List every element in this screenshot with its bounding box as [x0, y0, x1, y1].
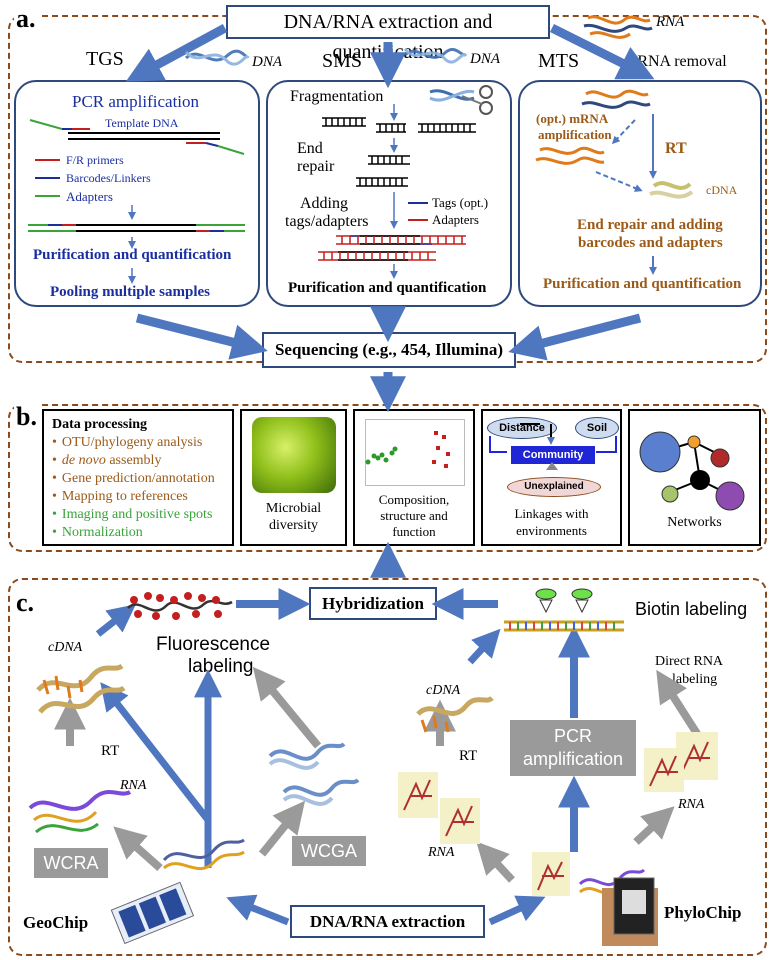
tgs-legend-barcodes: Barcodes/Linkers: [66, 171, 151, 185]
tgs-box: [14, 80, 260, 307]
unexplained-node: Unexplained: [507, 477, 601, 497]
linkages-1: Linkages with: [514, 506, 589, 521]
direct-rna-1: Direct RNA: [655, 654, 724, 669]
microbial-1: Microbial: [265, 501, 322, 516]
microbe-image: [252, 417, 336, 493]
mts-end-repair-1: End repair and adding: [577, 217, 723, 233]
rrna-removal-label: rRNA removal: [632, 53, 727, 70]
mts-box: [518, 80, 762, 307]
networks-label: Networks: [667, 515, 722, 530]
dp-item-gene: Gene prediction/annotation: [52, 470, 224, 488]
direct-rna-2: labeling: [672, 672, 718, 687]
sms-fragmentation: Fragmentation: [290, 88, 384, 105]
community-node: Community: [511, 446, 595, 464]
tgs-pcr-title: PCR amplification: [72, 92, 200, 111]
networks-box: Networks: [628, 409, 761, 546]
fluorescence-2: labeling: [188, 656, 254, 677]
mts-cdna: cDNA: [706, 183, 738, 197]
dna-label-left: DNA: [252, 54, 282, 70]
tgs-legend-primers: F/R primers: [66, 153, 124, 167]
scatter-image: [365, 419, 465, 486]
extraction-title-box: DNA/RNA extraction and quantification: [226, 5, 550, 63]
dna-label-mid: DNA: [470, 51, 500, 67]
composition-3: function: [392, 524, 436, 539]
geochip-label: GeoChip: [23, 913, 89, 932]
cdna-right: cDNA: [426, 683, 461, 698]
composition-1: Composition,: [378, 492, 450, 507]
distance-node: Distance: [487, 417, 557, 439]
rna-mid: RNA: [428, 845, 455, 860]
tgs-legend-adapters: Adapters: [66, 189, 113, 204]
wcra-box: WCRA: [34, 848, 108, 878]
dp-item-normalization: Normalization: [52, 524, 224, 542]
panel-c-letter: c.: [16, 588, 35, 617]
hybridization-label: Hybridization: [321, 594, 424, 613]
sms-adding-2: tags/adapters: [285, 213, 369, 230]
panel-c: [8, 578, 767, 956]
composition-2: structure and: [380, 508, 448, 523]
extraction-bottom-box: DNA/RNA extraction: [290, 905, 485, 938]
hybridization-box: Hybridization: [309, 587, 437, 620]
phylochip-label: PhyloChip: [664, 903, 742, 922]
tgs-label: TGS: [86, 48, 124, 70]
linkages-box: Distance Soil Community Unexplained Link…: [481, 409, 622, 546]
panel-a-letter: a.: [14, 4, 38, 33]
sequencing-box: Sequencing (e.g., 454, Illumina): [262, 332, 516, 368]
sms-purification: Purification and quantification: [288, 280, 487, 296]
microbial-diversity-box: Microbial diversity: [240, 409, 347, 546]
microbial-2: diversity: [269, 518, 318, 533]
fluorescence-1: Fluorescence: [156, 634, 271, 655]
wcga-box: WCGA: [292, 836, 366, 866]
sms-box: [266, 80, 512, 307]
mts-end-repair-2: barcodes and adapters: [578, 235, 723, 251]
sms-adding-1: Adding: [300, 195, 348, 212]
mts-label: MTS: [538, 50, 580, 72]
mts-mrna-1: (opt.) mRNA: [536, 111, 609, 126]
composition-box: Composition, structure and function: [353, 409, 475, 546]
sms-end-2: repair: [297, 158, 335, 175]
sequencing-label: Sequencing (e.g., 454, Illumina): [274, 340, 504, 359]
soil-node: Soil: [575, 417, 619, 439]
dp-item-otu: OTU/phylogeny analysis: [52, 434, 224, 452]
rna-right: RNA: [678, 797, 705, 812]
rt-right: RT: [459, 748, 478, 764]
rna-label-top: RNA: [656, 14, 685, 30]
extraction-bottom-label: DNA/RNA extraction: [309, 912, 466, 931]
tgs-pooling: Pooling multiple samples: [50, 284, 211, 300]
biotin-label: Biotin labeling: [635, 599, 748, 619]
dp-item-denovo: de novo assembly: [52, 452, 224, 470]
cdna-left: cDNA: [48, 640, 83, 655]
data-processing-title: Data processing: [52, 417, 148, 432]
rna-left: RNA: [120, 778, 147, 793]
data-processing-box: Data processing OTU/phylogeny analysis d…: [42, 409, 234, 546]
tgs-purification: Purification and quantification: [33, 247, 232, 263]
sms-label: SMS: [322, 50, 363, 72]
panel-b-letter: b.: [14, 402, 39, 431]
linkages-2: environments: [516, 523, 587, 538]
mts-mrna-2: amplification: [538, 127, 612, 142]
sms-adapters: Adapters: [432, 212, 479, 227]
data-processing-list: OTU/phylogeny analysis de novo assembly …: [52, 434, 224, 541]
sms-end-1: End: [297, 140, 323, 157]
dp-item-mapping: Mapping to references: [52, 488, 224, 506]
mts-rt: RT: [665, 140, 687, 157]
rt-left: RT: [101, 743, 120, 759]
tgs-template-dna: Template DNA: [105, 116, 179, 130]
mts-purification: Purification and quantification: [543, 276, 742, 292]
sms-tags-opt: Tags (opt.): [432, 195, 489, 210]
dp-item-imaging: Imaging and positive spots: [52, 506, 224, 524]
